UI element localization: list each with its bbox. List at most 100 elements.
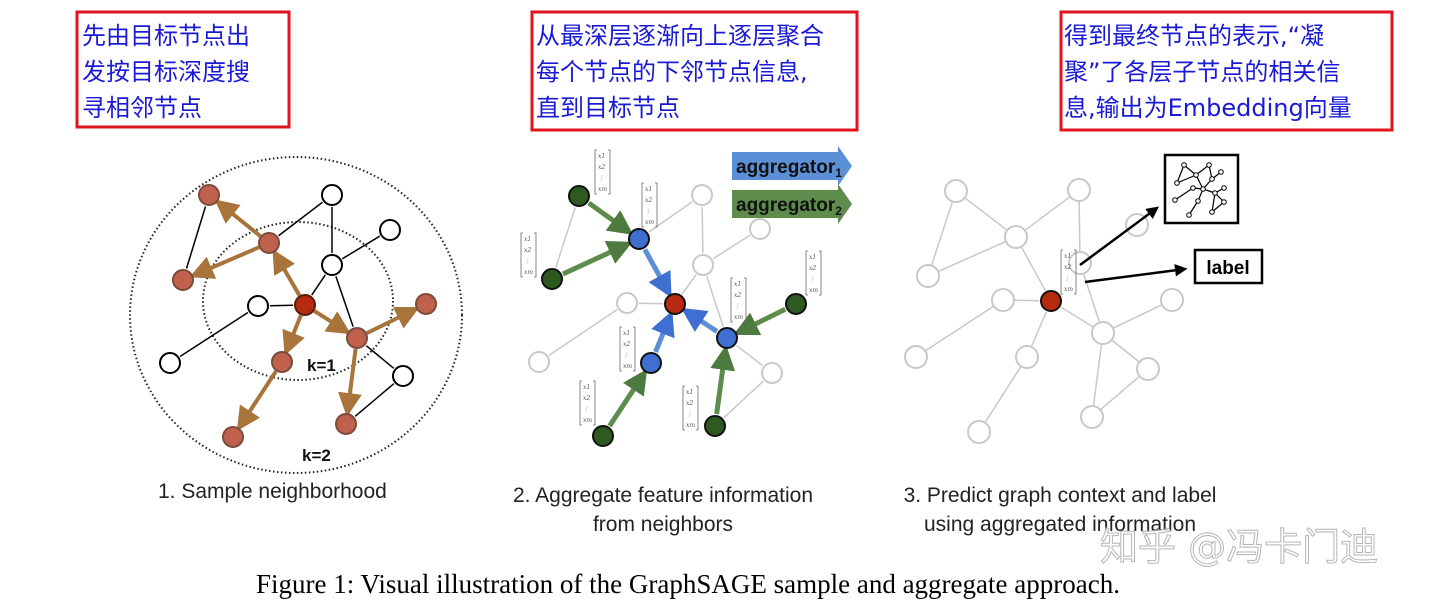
mini-edge [1211, 192, 1216, 213]
context-arrow [1079, 206, 1160, 267]
vector-entry: x2 [645, 197, 652, 204]
aggregator2-arrow: aggregator2 [732, 184, 852, 224]
annotation-line: 先由目标节点出 [82, 22, 250, 50]
graph-edge [548, 309, 618, 356]
sample-edge-arrow [272, 249, 302, 297]
sample-edge-arrow [236, 370, 278, 432]
vector-entry: x1 [809, 254, 816, 261]
aggregator2-label: aggregator [736, 195, 836, 216]
inactive-node [761, 362, 783, 384]
inactive-node [916, 264, 940, 288]
vector-entry: x2 [686, 400, 693, 407]
panel2-caption-line2: from neighbors [593, 513, 733, 536]
vector-entry: x2 [734, 292, 741, 299]
annotation-line: 息,输出为Embedding向量 [1064, 94, 1352, 122]
graph-edge [365, 345, 395, 369]
sample-edge-arrow [338, 348, 362, 418]
aggregator1-arrow: aggregator1 [732, 146, 852, 186]
unsampled-node [321, 184, 343, 206]
unsampled-node [159, 352, 181, 374]
sampled-node [258, 232, 280, 254]
inactive-node [904, 345, 928, 369]
label-arrow [1084, 264, 1188, 284]
panel-sample-neighborhood: k=1 k=2 [129, 156, 463, 474]
vector-bracket [579, 380, 596, 426]
vector-entry: xm [809, 287, 818, 294]
aggregator1-subscript: 1 [835, 166, 842, 180]
hop2-node [568, 185, 590, 207]
mini-node [1193, 172, 1199, 178]
vector-entry: x1 [734, 281, 741, 288]
graph-edge [354, 383, 395, 417]
aggregator2-edge [587, 200, 634, 235]
sample-edge-arrow [214, 199, 262, 238]
graph-edge [1060, 306, 1094, 328]
mini-node [1218, 169, 1224, 175]
svg-text:aggregator2: aggregator2 [736, 195, 842, 218]
inactive-node [967, 420, 991, 444]
vector-entry: ⋮ [734, 303, 740, 310]
hop1-node [640, 352, 662, 374]
annotation-box-3: 得到最终节点的表示,“凝 聚”了各层子节点的相关信 息,输出为Embedding… [1059, 10, 1394, 132]
graph-edge [706, 276, 724, 327]
aggregator2-edge [710, 344, 736, 415]
aggregator2-edge [733, 307, 787, 336]
graph-edge [1078, 201, 1081, 252]
mini-node [1195, 198, 1201, 204]
inactive-node [1091, 321, 1115, 345]
vector-entry: xm [524, 269, 533, 276]
inactive-node [1004, 225, 1028, 249]
graph-edge [736, 344, 763, 367]
sample-edge-arrow [365, 306, 420, 335]
mini-node [1206, 162, 1212, 168]
feature-vector: x1 x2 ⋮ xm [594, 149, 611, 195]
graph-edge [931, 202, 953, 265]
unsampled-node [392, 365, 414, 387]
vector-entry: xm [583, 417, 592, 424]
graph-edge [278, 201, 323, 237]
panel1-caption: 1. Sample neighborhood [158, 480, 387, 503]
inactive-node [1067, 178, 1091, 202]
vector-entry: x2 [598, 164, 605, 171]
vector-bracket [805, 250, 822, 296]
vector-entry: ⋮ [598, 175, 604, 182]
vector-bracket [730, 277, 747, 323]
graph-edge [638, 302, 664, 305]
vector-entry: x2 [583, 395, 590, 402]
mini-node [1221, 185, 1227, 191]
graph-edge [1021, 247, 1046, 291]
mini-node [1181, 162, 1187, 168]
watermark: 知乎 @冯卡门迪 [1100, 525, 1378, 569]
annotation-line: 直到目标节点 [536, 94, 680, 122]
hop2-node [592, 425, 614, 447]
sample-edge-arrow [313, 309, 352, 335]
vector-bracket [594, 149, 611, 195]
aggregator2-subscript: 2 [835, 204, 842, 218]
inactive-node [1136, 357, 1160, 381]
mini-node [1221, 199, 1227, 205]
vector-entry: x1 [598, 153, 605, 160]
inactive-node [749, 218, 771, 240]
graph-context-icon [1172, 162, 1227, 218]
vector-entry: xm [598, 186, 607, 193]
inactive-node [991, 288, 1015, 312]
inactive-node [1160, 288, 1184, 312]
inactive-node [692, 254, 714, 276]
graph-edge [1025, 196, 1070, 231]
graph-edge [1100, 376, 1140, 410]
sampled-node [346, 327, 368, 349]
target-node [294, 294, 316, 316]
graph-edge [1113, 304, 1162, 329]
vector-entry: x2 [524, 247, 531, 254]
inactive-node [616, 292, 638, 314]
unsampled-node [247, 295, 269, 317]
annotation-line: 从最深层逐渐向上逐层聚合 [536, 22, 824, 50]
graph-edge [701, 206, 704, 254]
graph-edge [1031, 311, 1047, 347]
graph-edge [681, 274, 697, 295]
mini-node [1174, 180, 1180, 186]
unsampled-node [379, 219, 401, 241]
